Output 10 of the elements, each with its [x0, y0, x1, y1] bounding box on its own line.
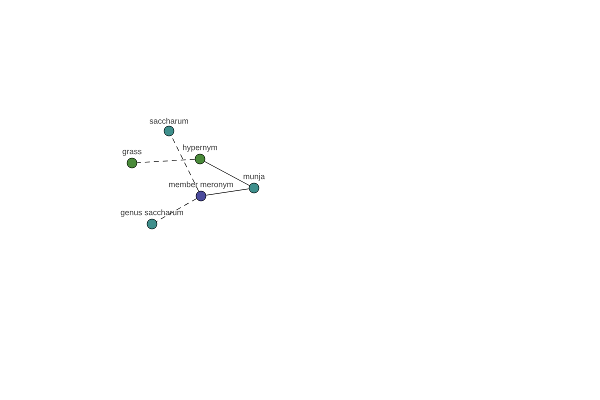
connector-line [156, 198, 197, 222]
node-label: genus saccharum [120, 209, 184, 217]
connector-line [204, 161, 250, 186]
connector-line [206, 188, 250, 196]
connector-line [136, 159, 196, 163]
node-label: saccharum [150, 118, 188, 124]
node-label: hypernym [183, 144, 218, 152]
node-label: member meronym [169, 181, 233, 189]
node-label: munja [244, 173, 265, 181]
node-label: grass [122, 150, 142, 156]
